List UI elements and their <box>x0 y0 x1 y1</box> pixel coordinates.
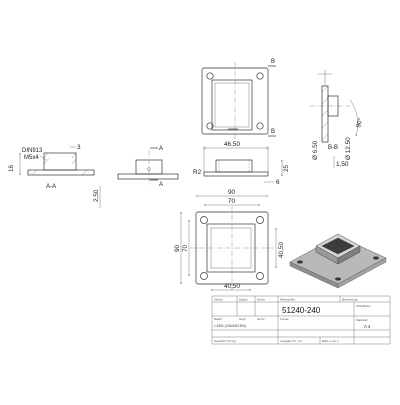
tb-label-oberflaeche: Oberfläche <box>356 304 371 308</box>
dim-70-top: 70 <box>228 198 236 205</box>
tb-label-norm: Norm <box>257 317 265 321</box>
radius-r2: R2 <box>193 169 202 176</box>
dim-16: 16 <box>8 164 15 172</box>
side-view-b-b: 90° Ø 6.50 Ø 12.50 B-B 1,50 <box>310 70 365 168</box>
angle-90: 90° <box>354 117 364 129</box>
weight-value: Gewicht 0.97 kg <box>214 339 236 343</box>
section-label-a-a: A-A <box>46 184 56 190</box>
scale-value: A 4 <box>364 324 371 329</box>
section-marker-a-top: A <box>159 146 163 152</box>
tb-label-datum: Datum <box>239 298 248 302</box>
dim-6: 6 <box>276 179 280 186</box>
din913-label: DIN913 <box>22 148 43 154</box>
dim-25: 25 <box>283 164 290 172</box>
tb-label-benennung: Benennung <box>342 298 358 302</box>
section-marker-a-bottom: A <box>159 182 163 188</box>
m5x4-label: M5x4 <box>24 155 39 161</box>
dim-90-side: 90 <box>174 244 181 252</box>
sheet-value: Blatt 1 von 1 <box>322 339 339 343</box>
tb-label-bearb: Bearb. <box>214 317 223 321</box>
tb-label-werkstoff: Werkstoffnr. <box>280 298 296 302</box>
tb-label-kunde: Kunde <box>280 317 289 321</box>
dim-90-top: 90 <box>228 189 236 196</box>
tb-label-name: Name <box>257 298 265 302</box>
dim-40-50-bottom: 40,50 <box>224 283 240 290</box>
dim-phi-6-50: Ø 6.50 <box>312 140 319 160</box>
dim-phi-12-50: Ø 12.50 <box>345 137 352 160</box>
section-marker-b-top: B <box>271 59 275 65</box>
part-number: 51240-240 <box>282 306 321 315</box>
issue-value: Ausgabe Nr. 1.0 <box>280 339 302 343</box>
middle-profile-view: A A <box>117 146 179 188</box>
title-block: Zeichn. Datum Name Werkstoffnr. Benennun… <box>211 295 391 345</box>
dim-70-side: 70 <box>182 244 189 252</box>
dim-46-50: 46.50 <box>224 141 240 148</box>
section-view-a-a: 16 3 DIN913 M5x4 A-A 2,50 <box>8 144 101 208</box>
top-view: B B <box>201 59 276 140</box>
tb-label-massstab: Maßstab <box>356 318 368 322</box>
section-marker-b-bottom: B <box>271 129 275 135</box>
tb-label-gepr: Gepr. <box>239 317 247 321</box>
front-view: 46.50 R2 25 6 <box>193 141 290 186</box>
isometric-view <box>289 233 387 289</box>
section-label-b-b: B-B <box>328 145 338 151</box>
dim-2-50: 2,50 <box>93 189 100 202</box>
material-value: 1.4301 (V2A/AISI 304) <box>214 324 246 328</box>
tb-label-zeichn: Zeichn. <box>214 298 224 302</box>
dim-1-50: 1,50 <box>336 161 349 168</box>
dim-3: 3 <box>77 144 81 151</box>
plan-view: 90 70 90 70 40,50 40,50 <box>174 189 285 291</box>
dim-40-50-right: 40,50 <box>278 242 285 258</box>
